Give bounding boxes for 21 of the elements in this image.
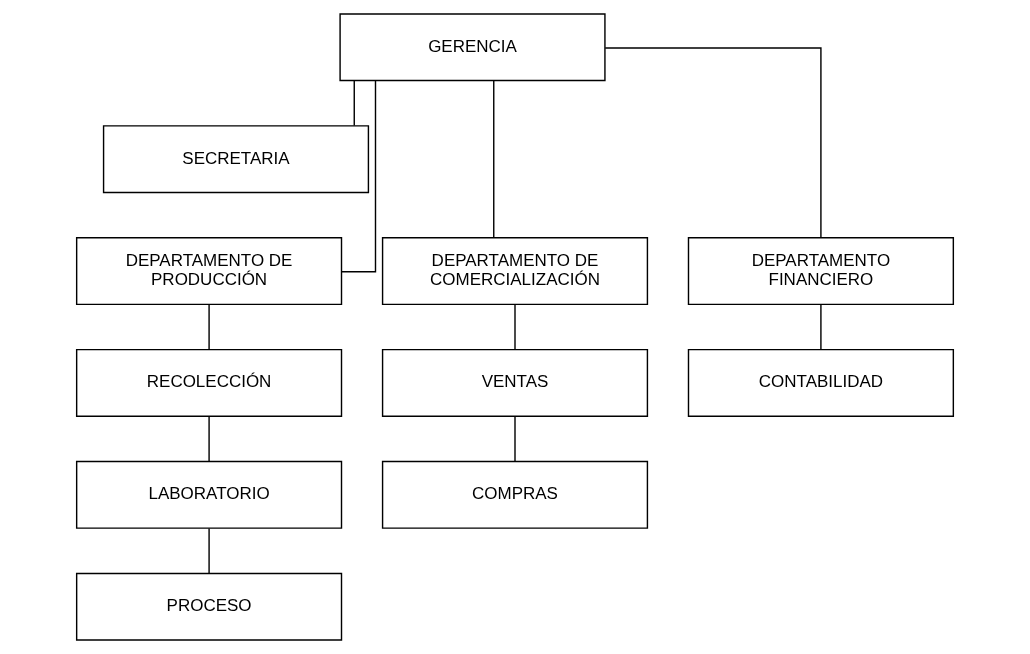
connector: [353, 80, 355, 127]
node-box: COMPRAS: [381, 460, 649, 529]
connector: [493, 80, 495, 239]
connector: [820, 303, 822, 351]
connector: [514, 303, 516, 351]
node-box: DEPARTAMENTO FINANCIERO: [687, 237, 955, 306]
node-box: SECRETARIA: [102, 125, 370, 194]
connector: [514, 415, 516, 462]
node-box: RECOLECCIÓN: [75, 348, 343, 417]
connector: [341, 80, 377, 273]
node-box: VENTAS: [381, 348, 649, 417]
node-box: PROCESO: [75, 572, 343, 641]
connector: [208, 527, 210, 574]
node-box: LABORATORIO: [75, 460, 343, 529]
node-box: CONTABILIDAD: [687, 348, 955, 417]
node-box: DEPARTAMENTO DE PRODUCCIÓN: [75, 237, 343, 306]
connector: [604, 47, 822, 239]
connector: [208, 303, 210, 351]
connector: [208, 415, 210, 462]
node-box: DEPARTAMENTO DE COMERCIALIZACIÓN: [381, 237, 649, 306]
node-box: GERENCIA: [339, 13, 606, 82]
